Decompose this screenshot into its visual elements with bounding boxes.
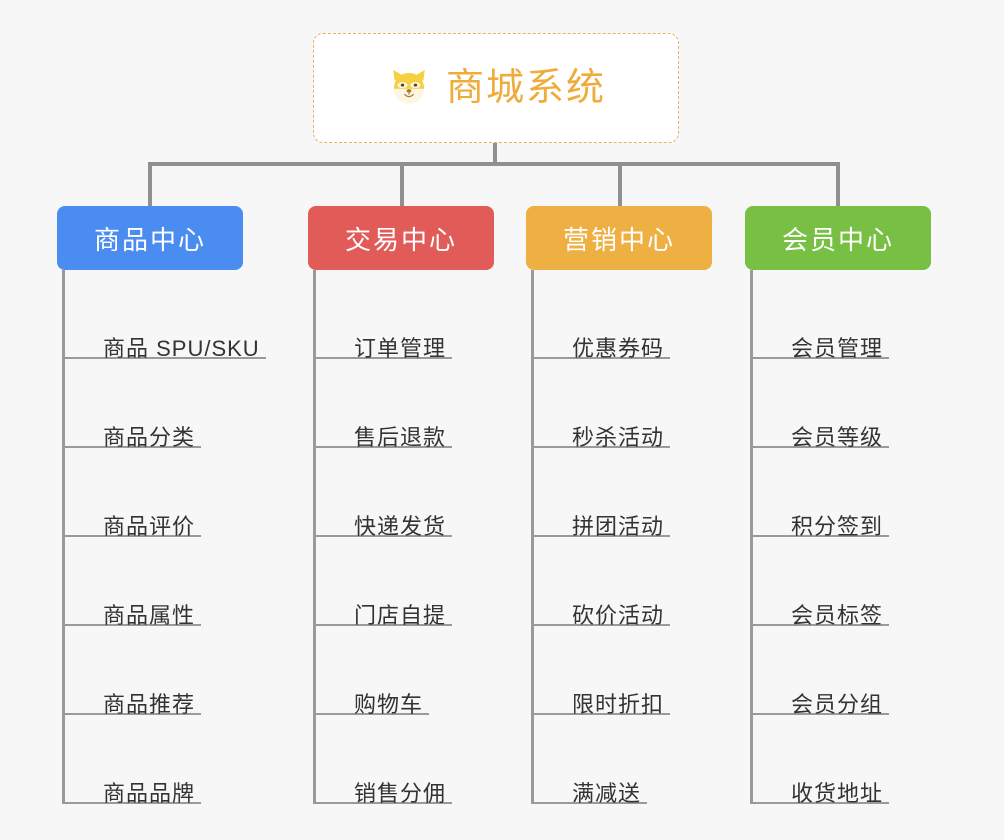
list-item-label: 商品评价	[103, 513, 196, 539]
leaf-underline	[65, 713, 201, 715]
root-node[interactable]: 商城系统	[313, 33, 679, 143]
list-item-label: 会员等级	[791, 424, 884, 450]
list-item-label: 限时折扣	[572, 691, 665, 717]
leaf-underline	[534, 357, 670, 359]
list-item[interactable]: 售后退款	[316, 359, 498, 450]
list-item[interactable]: 商品评价	[65, 448, 247, 539]
leaf-underline	[316, 802, 452, 804]
list-item-label: 砍价活动	[572, 602, 665, 628]
list-item[interactable]: 会员标签	[753, 537, 935, 628]
list-item[interactable]: 满减送	[534, 715, 716, 806]
leaf-underline	[316, 535, 452, 537]
leaf-list-1: 商品 SPU/SKU 商品分类 商品评价 商品属性 商品推荐 商品品牌	[62, 270, 266, 806]
leaf-underline	[534, 535, 670, 537]
list-item-label: 满减送	[572, 780, 642, 806]
leaf-underline	[534, 802, 647, 804]
list-item-label: 拼团活动	[572, 513, 665, 539]
list-item-label: 会员分组	[791, 691, 884, 717]
leaf-underline	[65, 624, 201, 626]
list-item-label: 商品推荐	[103, 691, 196, 717]
list-item[interactable]: 拼团活动	[534, 448, 716, 539]
connector-drop-4	[836, 162, 840, 208]
leaf-list-3: 优惠券码 秒杀活动 拼团活动 砍价活动 限时折扣 满减送	[531, 270, 716, 806]
list-item[interactable]: 商品 SPU/SKU	[65, 270, 266, 361]
list-item[interactable]: 订单管理	[316, 270, 498, 361]
leaf-underline	[753, 446, 889, 448]
category-column-2: 交易中心 订单管理 售后退款 快递发货 门店自提 购物车	[308, 206, 498, 806]
list-item-label: 收货地址	[791, 780, 884, 806]
connector-drop-3	[618, 162, 622, 208]
list-item-label: 优惠券码	[572, 335, 665, 361]
list-item-label: 销售分佣	[354, 780, 447, 806]
list-item[interactable]: 秒杀活动	[534, 359, 716, 450]
root-title: 商城系统	[445, 67, 606, 109]
leaf-underline	[65, 446, 201, 448]
leaf-list-2: 订单管理 售后退款 快递发货 门店自提 购物车 销售分佣	[313, 270, 498, 806]
list-item[interactable]: 优惠券码	[534, 270, 716, 361]
leaf-underline	[753, 357, 889, 359]
list-item[interactable]: 收货地址	[753, 715, 935, 806]
leaf-underline	[534, 624, 670, 626]
list-item-label: 售后退款	[354, 424, 447, 450]
list-item-label: 商品分类	[103, 424, 196, 450]
list-item[interactable]: 商品分类	[65, 359, 247, 450]
list-item-label: 会员管理	[791, 335, 884, 361]
leaf-list-4: 会员管理 会员等级 积分签到 会员标签 会员分组 收货地址	[750, 270, 935, 806]
shiba-dog-face-icon	[393, 70, 425, 104]
leaf-underline	[316, 357, 452, 359]
category-header-3[interactable]: 营销中心	[526, 206, 712, 270]
list-item[interactable]: 门店自提	[316, 537, 498, 628]
category-header-4[interactable]: 会员中心	[745, 206, 931, 270]
leaf-underline	[65, 357, 266, 359]
leaf-underline	[316, 624, 452, 626]
list-item[interactable]: 快递发货	[316, 448, 498, 539]
connector-drop-1	[148, 162, 152, 208]
leaf-underline	[753, 802, 889, 804]
list-item-label: 购物车	[354, 691, 424, 717]
category-column-3: 营销中心 优惠券码 秒杀活动 拼团活动 砍价活动 限时折扣	[526, 206, 716, 806]
list-item-label: 门店自提	[354, 602, 447, 628]
leaf-underline	[316, 713, 429, 715]
list-item[interactable]: 商品推荐	[65, 626, 247, 717]
list-item[interactable]: 限时折扣	[534, 626, 716, 717]
connector-horizontal-bus	[148, 162, 840, 166]
list-item-label: 秒杀活动	[572, 424, 665, 450]
list-item-label: 会员标签	[791, 602, 884, 628]
leaf-underline	[316, 446, 452, 448]
category-column-1: 商品中心 商品 SPU/SKU 商品分类 商品评价 商品属性 商品推荐	[57, 206, 266, 806]
list-item-label: 订单管理	[354, 335, 447, 361]
category-column-4: 会员中心 会员管理 会员等级 积分签到 会员标签 会员分组	[745, 206, 935, 806]
list-item-label: 商品品牌	[103, 780, 196, 806]
connector-root-stem	[493, 143, 497, 165]
list-item-label: 快递发货	[354, 513, 447, 539]
leaf-underline	[534, 713, 670, 715]
list-item[interactable]: 会员等级	[753, 359, 935, 450]
list-item[interactable]: 购物车	[316, 626, 498, 717]
leaf-underline	[534, 446, 670, 448]
list-item-label: 积分签到	[791, 513, 884, 539]
list-item[interactable]: 商品属性	[65, 537, 247, 628]
list-item[interactable]: 会员管理	[753, 270, 935, 361]
list-item-label: 商品属性	[103, 602, 196, 628]
category-header-1[interactable]: 商品中心	[57, 206, 243, 270]
list-item[interactable]: 砍价活动	[534, 537, 716, 628]
leaf-underline	[753, 624, 889, 626]
leaf-underline	[65, 802, 201, 804]
leaf-underline	[753, 713, 889, 715]
list-item[interactable]: 商品品牌	[65, 715, 247, 806]
list-item[interactable]: 会员分组	[753, 626, 935, 717]
category-header-2[interactable]: 交易中心	[308, 206, 494, 270]
leaf-underline	[65, 535, 201, 537]
leaf-underline	[753, 535, 889, 537]
list-item[interactable]: 积分签到	[753, 448, 935, 539]
list-item-label: 商品 SPU/SKU	[103, 335, 260, 361]
connector-drop-2	[400, 162, 404, 208]
list-item[interactable]: 销售分佣	[316, 715, 498, 806]
